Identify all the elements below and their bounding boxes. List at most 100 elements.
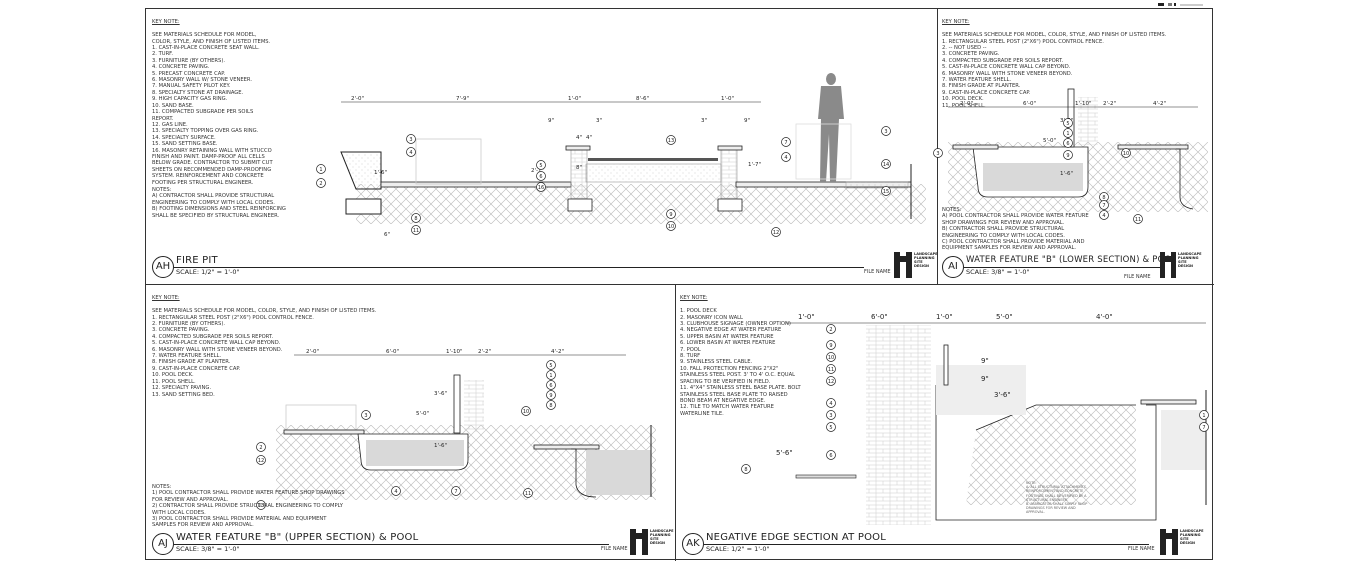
note-line: 13. SAND SETTING BED. — [152, 391, 215, 398]
callout-bubble — [741, 464, 751, 474]
note-line: WITH LOCAL CODES. — [152, 509, 206, 516]
dim-label: 2'-0" — [351, 96, 364, 102]
note-line: FINISH AND PAINT. DAMP-PROOF ALL CELLS — [152, 153, 265, 160]
note-line: SHALL BE SPECIFIED BY STRUCTURAL ENGINEE… — [152, 212, 280, 219]
dim-label: 1'-0" — [798, 313, 815, 321]
detail-scale: SCALE: 1/2" = 1'-0" — [706, 545, 770, 553]
panel-fire-pit: KEY NOTE: SEE MATERIALS SCHEDULE FOR MOD… — [146, 9, 938, 285]
note-line: 2) CONTRACTOR SHALL PROVIDE STRUCTURAL E… — [152, 503, 343, 510]
callout-number: 1 — [1066, 131, 1069, 137]
callout-bubble — [826, 324, 836, 334]
note-line: 13. SPECIALTY TOPPING OVER GAS RING. — [152, 128, 259, 135]
note-line: ENGINEERING TO COMPLY WITH LOCAL CODES. — [152, 199, 275, 206]
callout-number: 16 — [538, 185, 544, 191]
notes-list: 1) POOL CONTRACTOR SHALL PROVIDE WATER F… — [152, 490, 412, 528]
pool-water — [586, 450, 651, 495]
dim-label: 3'-6" — [994, 391, 1011, 399]
detail-scale: SCALE: 1/2" = 1'-0" — [176, 268, 240, 276]
sheet-top-marks — [1158, 3, 1218, 10]
note-line: SAMPLES FOR REVIEW AND APPROVAL. — [152, 522, 254, 529]
note-line: 6. MASONRY WALL WITH STONE VENEER BEYOND… — [152, 346, 283, 353]
note-line: B) CONTRACTOR SHALL PROVIDE STRUCTURAL — [942, 226, 1065, 233]
note-line: 6. MASONRY WALL WITH STONE VENEER BEYOND… — [942, 70, 1073, 77]
sand-setting-base — [845, 181, 909, 189]
note-line: 7. MANUAL SAFETY PILOT KEY. — [152, 83, 231, 90]
note-line: 4. CONCRETE PAVING. — [152, 64, 210, 71]
note-line: 5. PRECAST CONCRETE CAP. — [152, 70, 226, 77]
detail-scale: SCALE: 3/8" = 1'-0" — [176, 545, 240, 553]
pool-water — [1161, 410, 1206, 470]
callout-bubble — [666, 209, 676, 219]
callout-bubble — [536, 171, 546, 181]
callout-number: 15 — [883, 189, 889, 195]
detail-tag: AI — [942, 256, 964, 278]
callout-bubble — [666, 221, 676, 231]
callout-number: 1 — [319, 167, 322, 173]
compacted-subgrade — [966, 405, 1136, 505]
callout-bubble — [781, 137, 791, 147]
dim-label: 1'-0" — [568, 96, 581, 102]
file-name-label: FILE NAME — [1128, 546, 1155, 552]
note-line: 3. FURNITURE (BY OTHERS). — [152, 57, 226, 64]
note-line: SEE MATERIALS SCHEDULE FOR MODEL, — [152, 32, 257, 39]
note-line: 9. HIGH CAPACITY GAS RING. — [152, 96, 228, 103]
callout-number: 9 — [829, 343, 832, 349]
detail-title: NEGATIVE EDGE SECTION AT POOL — [706, 532, 887, 543]
note-line: 3. CONCRETE PAVING. — [942, 51, 1000, 58]
note-line: 1. POOL DECK — [680, 308, 717, 315]
key-note-header: KEY NOTE: — [152, 19, 180, 26]
water-basin — [366, 440, 464, 466]
callout-number: 9 — [669, 212, 672, 218]
upper-basin-edge — [975, 404, 1136, 431]
dim-label: 4'-2" — [551, 349, 564, 355]
steel-post — [1067, 88, 1075, 148]
callout-bubble — [1099, 200, 1109, 210]
note-line: 11. POOL SHELL. — [942, 102, 986, 109]
cap-left — [565, 145, 591, 151]
detail-title: WATER FEATURE "B" (UPPER SECTION) & POOL — [176, 532, 419, 543]
callout-bubble — [536, 182, 546, 192]
callout-bubble — [826, 410, 836, 420]
callout-bubble — [881, 126, 891, 136]
note-line: 5. CAST-IN-PLACE CONCRETE WALL CAP BEYON… — [152, 340, 281, 347]
masonry-icon-wall — [866, 325, 931, 525]
masonry-wall-right — [720, 148, 738, 200]
concrete-paving — [283, 429, 365, 435]
callout-number: 9 — [549, 393, 552, 399]
note-line: 2. FURNITURE (BY OTHERS). — [152, 321, 226, 328]
callout-bubble — [826, 398, 836, 408]
dim-label: 1'-6" — [434, 443, 447, 449]
scale-bar-icon — [1158, 3, 1203, 6]
note-line: 7. POOL — [680, 346, 701, 353]
note-line: STAINLESS STEEL BASE PLATE TO RAISED — [680, 391, 788, 398]
note-line: REPORT. — [152, 115, 174, 122]
water-feature-lower-drawing: 2'-0" 6'-0" 1'-10" 2'-2" 4'-2" 5'-0" 3'-… — [933, 88, 1208, 224]
note-line: DRAWINGS FOR REVIEW AND — [1026, 506, 1076, 511]
upper-basin-water — [936, 365, 1026, 415]
cap-right — [717, 145, 743, 151]
detail-scale: SCALE: 3/8" = 1'-0" — [966, 268, 1030, 276]
callout-number: 4 — [1102, 213, 1105, 219]
callout-bubble — [826, 364, 836, 374]
detail-tag: AK — [682, 533, 704, 555]
dim-label: 8'-6" — [636, 96, 649, 102]
callout-bubble — [256, 442, 266, 452]
furniture-outline-right — [795, 123, 852, 180]
note-line: C) POOL CONTRACTOR SHALL PROVIDE MATERIA… — [942, 239, 1085, 246]
dim-label: 6'-0" — [386, 349, 399, 355]
pool-deck — [1117, 144, 1189, 150]
callout-number: 11 — [525, 491, 531, 497]
seat-wall-footing — [345, 198, 382, 215]
callout-bubble — [826, 450, 836, 460]
callout-number: 4 — [409, 150, 412, 156]
callout-bubble — [1063, 150, 1073, 160]
dim-label: 1'-6" — [374, 170, 387, 176]
